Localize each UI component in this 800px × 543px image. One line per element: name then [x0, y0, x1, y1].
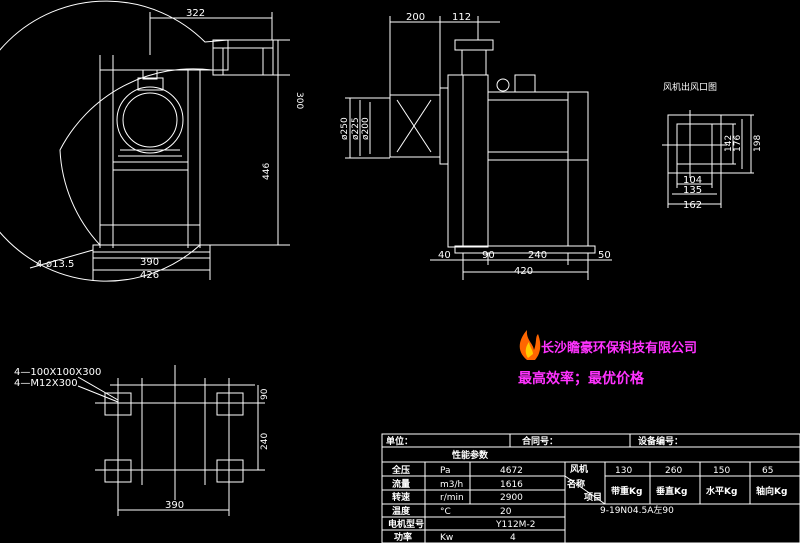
volute-outline	[0, 0, 229, 282]
dim-446: 446	[262, 163, 272, 180]
param-name-0: 全压	[391, 464, 410, 476]
dim-240-side: 240	[528, 250, 547, 261]
dia-250: ø250	[340, 117, 350, 140]
anchor-block-tr	[216, 392, 244, 416]
company-slogan: 最高效率；最优价格	[518, 370, 645, 387]
param-unit-3: °C	[440, 507, 451, 517]
fan-model: 9-19N04.5A左90	[600, 504, 674, 516]
dim-90: 90	[482, 250, 495, 261]
col-val-3: 65	[762, 466, 773, 476]
param-unit-0: Pa	[440, 466, 451, 476]
outlet-title: 风机出风口图	[663, 81, 717, 93]
dim-426: 426	[140, 270, 159, 281]
dim-104: 104	[683, 175, 702, 186]
col-val-2: 150	[713, 466, 730, 476]
param-value-3: 20	[500, 507, 512, 517]
dim-50: 50	[598, 250, 611, 261]
dim-198: 198	[753, 135, 763, 152]
dim-162: 162	[683, 200, 702, 211]
outlet-inner	[676, 123, 713, 165]
foundation-dim-240: 240	[260, 433, 270, 450]
param-value-2: 2900	[500, 493, 523, 503]
foundation-view	[77, 365, 265, 516]
contract-label: 合同号：	[522, 435, 558, 447]
dim-200: 200	[406, 12, 425, 23]
dia-225: ø225	[351, 117, 361, 140]
volute-curve	[59, 68, 213, 246]
name-label: 名称	[567, 478, 585, 490]
foundation-label-2: 4—M12X300	[14, 378, 78, 389]
outlet-duct	[212, 39, 274, 76]
side-base	[454, 245, 596, 254]
outlet-view	[662, 110, 754, 208]
inlet-duct	[389, 94, 441, 158]
item-label: 项目	[584, 492, 602, 503]
fan-label: 风机	[570, 463, 588, 475]
param-unit-2: r/min	[440, 493, 464, 503]
outlet-outer	[667, 114, 722, 174]
param-unit-1: m3/h	[440, 480, 463, 490]
dim-40: 40	[438, 250, 451, 261]
dim-135: 135	[683, 185, 702, 196]
col-val-0: 130	[615, 466, 632, 476]
motor-model-label: 电机型号	[388, 518, 424, 530]
motor-body	[487, 91, 569, 161]
col-head-0: 带重Kg	[611, 485, 642, 497]
anchor-block-bl	[104, 459, 132, 483]
title-table	[381, 433, 800, 543]
power-unit: Kw	[440, 533, 453, 543]
col-head-2: 水平Kg	[706, 485, 737, 497]
dim-300: 300	[294, 92, 304, 109]
perf-title: 性能参数	[452, 449, 489, 461]
front-view	[0, 0, 290, 282]
device-label: 设备编号：	[638, 435, 683, 447]
motor-circle	[116, 86, 184, 154]
unit-label: 单位：	[386, 435, 413, 447]
power-value: 4	[510, 533, 516, 543]
motor-model: Y112M-2	[495, 520, 535, 530]
dim-176: 176	[733, 135, 743, 152]
side-view	[345, 16, 612, 280]
foundation-dim-390: 390	[165, 500, 184, 511]
dim-420: 420	[514, 266, 533, 277]
company-name: 长沙瞻豪环保科技有限公司	[541, 340, 697, 356]
base-plate	[92, 244, 211, 253]
dia-200: ø200	[361, 117, 371, 140]
param-name-2: 转速	[392, 491, 410, 503]
hole-label: 4-ø13.5	[36, 259, 74, 270]
dim-142: 142	[724, 135, 734, 152]
col-head-3: 轴向Kg	[756, 485, 787, 497]
dim-112: 112	[452, 12, 471, 23]
power-label: 功率	[394, 531, 412, 543]
param-name-1: 流量	[392, 478, 410, 490]
param-name-3: 温度	[392, 505, 411, 517]
dim-390-front: 390	[140, 257, 159, 268]
anchor-block-tl	[104, 392, 132, 416]
dim-322: 322	[186, 8, 205, 19]
col-head-1: 垂直Kg	[656, 485, 687, 497]
flame-logo	[519, 330, 541, 360]
param-value-0: 4672	[500, 466, 523, 476]
foundation-dim-90: 90	[260, 388, 270, 400]
col-val-1: 260	[665, 466, 682, 476]
anchor-block-br	[216, 459, 244, 483]
param-value-1: 1616	[500, 480, 523, 490]
foundation-label-1: 4—100X100X300	[14, 367, 101, 378]
